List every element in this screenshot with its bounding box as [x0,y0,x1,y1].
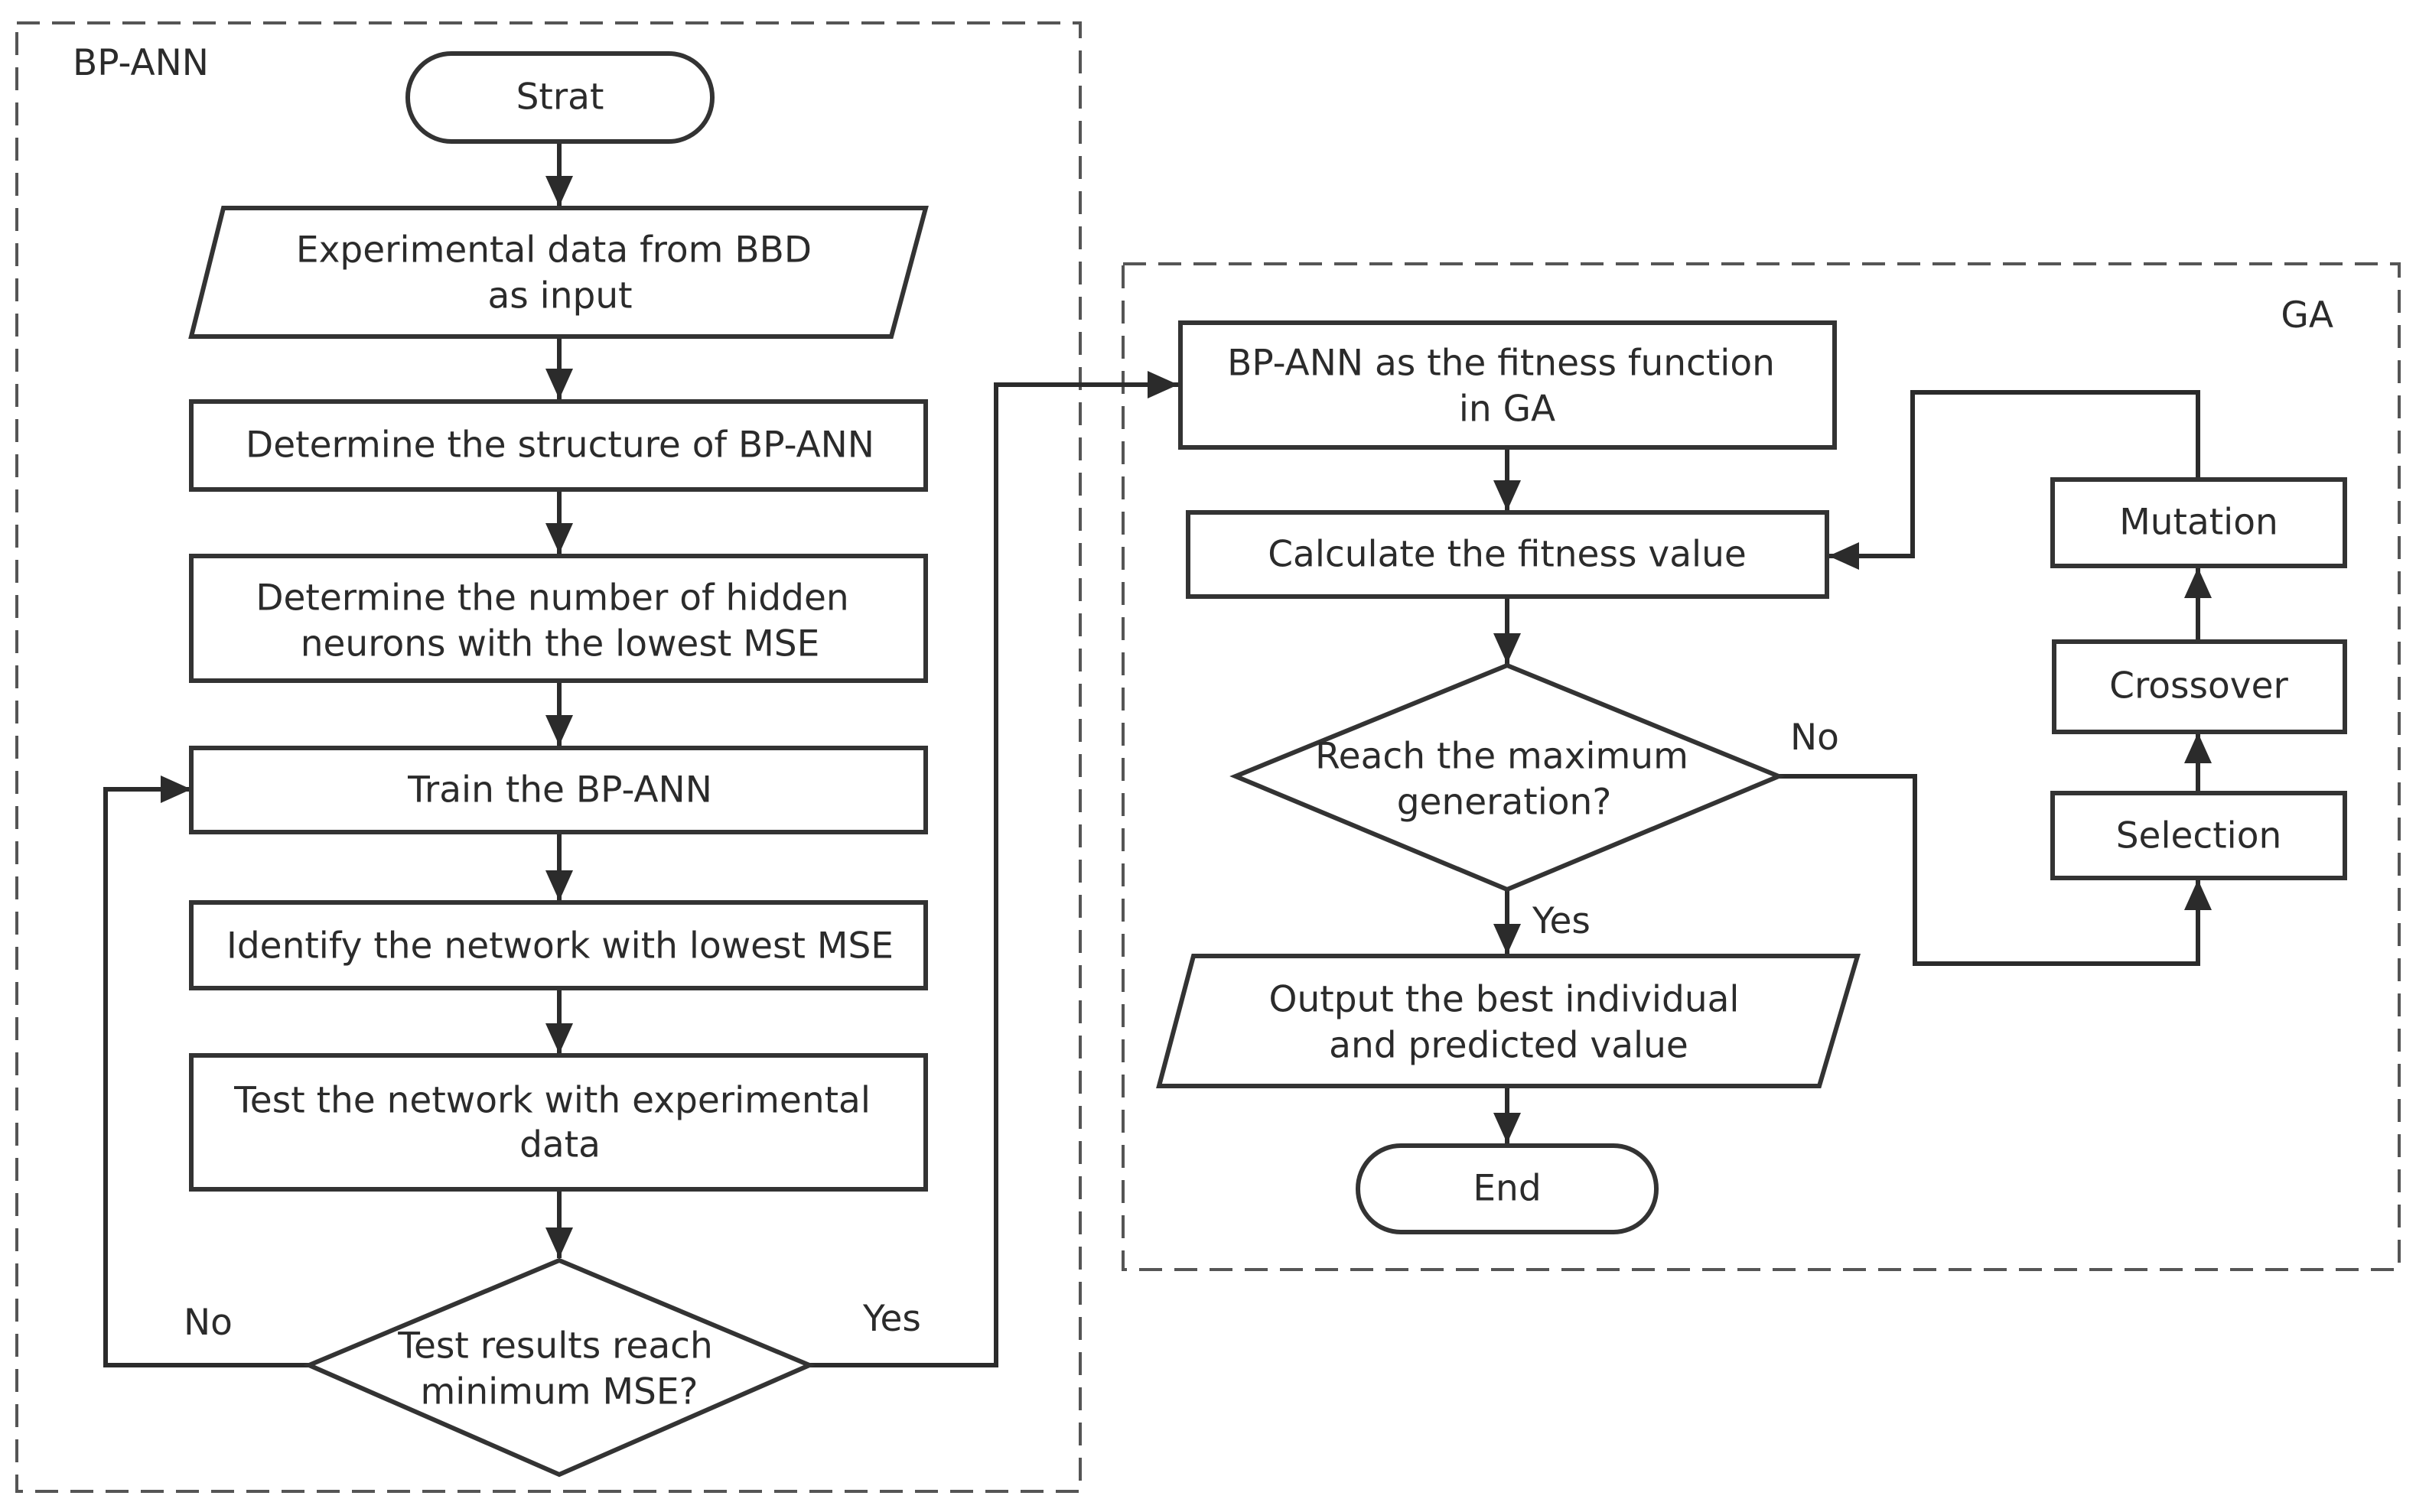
fitness-function-box [1178,320,1837,450]
calculate-fitness-label: Calculate the fitness value [1268,534,1747,576]
crossover-label: Crossover [2109,665,2288,707]
bp-ann-group-label: BP-ANN [73,42,209,84]
input-data-label-line2: as input [487,275,632,317]
ga-no-label: No [1790,717,1839,759]
ga-group-frame [1122,262,2401,1271]
bp-ann-connectors [103,141,1178,1367]
max-generation-decision-label-line2: generation? [1397,782,1612,824]
start-terminal [405,51,715,144]
mutation-box [2050,477,2347,568]
input-data-label-line1: Experimental data from BBD [296,229,812,272]
end-label: End [1473,1168,1541,1210]
end-terminal [1356,1143,1659,1234]
min-mse-decision-label-line2: minimum MSE? [420,1371,698,1413]
train-label: Train the BP-ANN [407,769,712,811]
hidden-neurons-label-line2: neurons with the lowest MSE [301,623,820,665]
test-network-box [189,1053,928,1192]
selection-box [2050,791,2347,880]
output-best-label-line2: and predicted value [1329,1025,1688,1067]
max-generation-decision-label-line1: Reach the maximum [1315,736,1688,778]
calculate-fitness-box [1186,510,1829,599]
bp-ann-no-label: No [184,1302,233,1344]
determine-structure-box [189,399,928,492]
output-best-label-line1: Output the best individual [1269,979,1740,1021]
selection-label: Selection [2116,815,2282,857]
bp-ann-yes-label: Yes [862,1298,921,1340]
test-network-label-line1: Test the network with experimental [233,1080,871,1122]
hidden-neurons-box [189,554,928,683]
max-generation-decision-diamond [1229,662,1785,893]
train-box [189,746,928,834]
bp-ann-group-frame [15,21,1082,1493]
identify-network-label: Identify the network with lowest MSE [226,925,894,967]
start-label: Strat [516,76,604,119]
crossover-box [2052,639,2347,734]
test-network-label-line2: data [519,1124,601,1166]
fitness-function-label-line2: in GA [1459,389,1555,431]
fitness-function-label-line1: BP-ANN as the fitness function [1227,343,1775,385]
ga-connectors [1493,390,2212,1143]
min-mse-decision-label-line1: Test results reach [397,1325,713,1367]
mutation-label: Mutation [2119,502,2278,544]
determine-structure-label: Determine the structure of BP-ANN [246,424,874,467]
output-best-parallelogram [1156,954,1861,1088]
identify-network-box [189,900,928,990]
hidden-neurons-label-line1: Determine the number of hidden [256,577,848,619]
min-mse-decision-diamond [303,1257,816,1478]
ga-yes-label: Yes [1532,900,1591,942]
ga-group-label: GA [2281,294,2333,337]
input-data-parallelogram [188,206,929,339]
